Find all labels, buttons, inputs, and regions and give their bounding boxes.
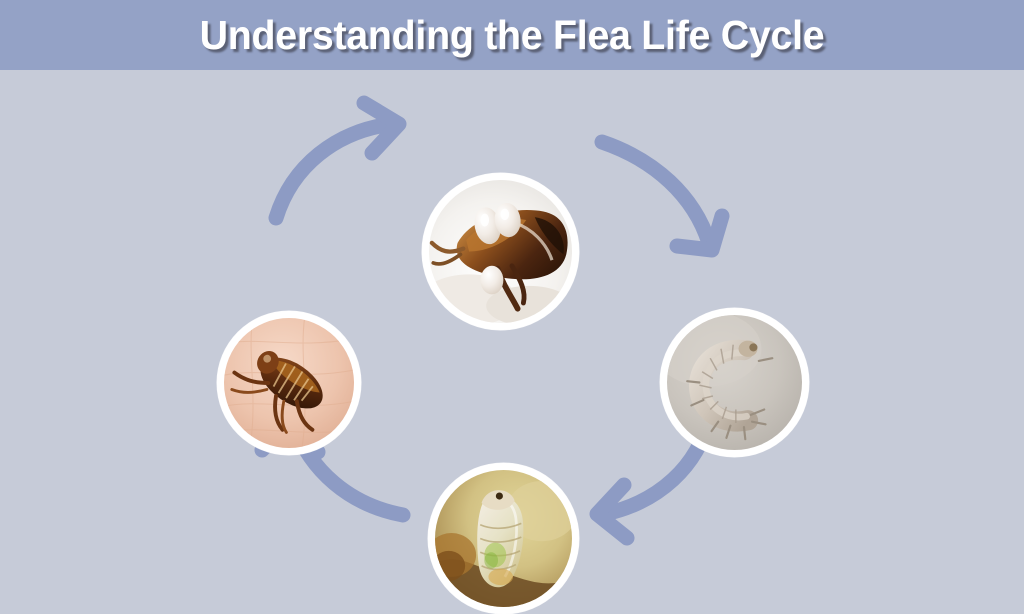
flea-life-cycle-diagram — [0, 70, 1024, 614]
flea-pupa-image — [435, 470, 572, 607]
flea-eggs-photo — [429, 180, 572, 323]
cycle-node-larva[interactable] — [660, 308, 809, 457]
arrow-adult-to-egg — [268, 95, 407, 226]
arrow-egg-to-larva — [594, 134, 730, 258]
flea-larva-photo — [667, 315, 802, 450]
page-title: Understanding the Flea Life Cycle — [199, 11, 825, 58]
flea-larva-image — [667, 315, 802, 450]
flea-eggs-image — [429, 180, 572, 323]
cycle-node-egg[interactable] — [422, 173, 579, 330]
cycle-node-pupa[interactable] — [428, 463, 579, 614]
cycle-node-adult[interactable] — [217, 311, 361, 455]
adult-flea-image — [224, 318, 354, 448]
flea-pupa-photo — [435, 470, 572, 607]
header-band — [0, 0, 1024, 70]
adult-flea-photo — [224, 318, 354, 448]
